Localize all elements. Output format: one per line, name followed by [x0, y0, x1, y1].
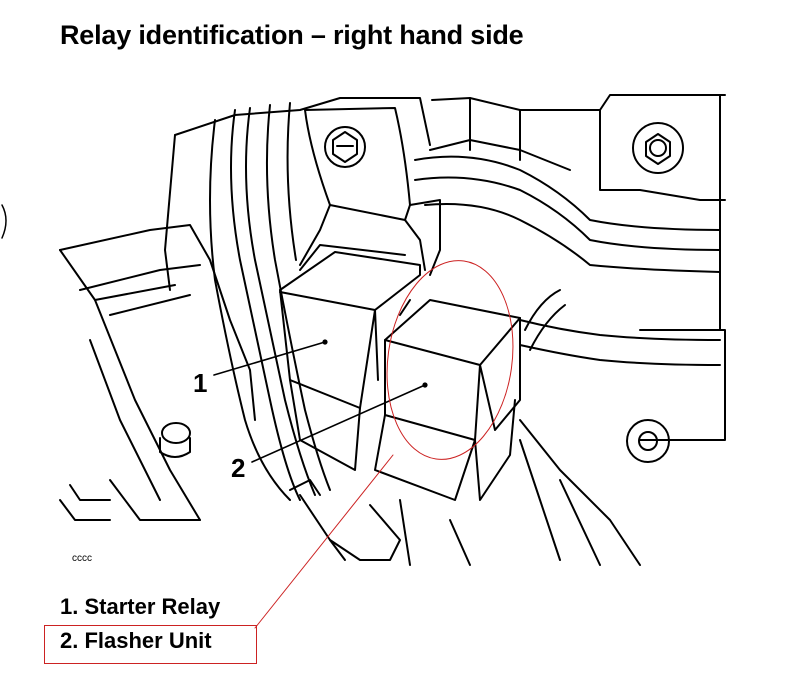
highlight-annotation [254, 260, 514, 629]
figure-code: cccc [72, 553, 92, 564]
legend-item-starter-relay: 1. Starter Relay [60, 594, 221, 619]
flasher-unit [374, 299, 521, 501]
highlight-pointer [254, 454, 394, 629]
highlight-ellipse [386, 260, 514, 460]
callout-number-1: 1 [193, 368, 208, 398]
wiring-harness [209, 102, 721, 561]
bolt-left [324, 126, 366, 168]
relay-bracket [299, 107, 441, 276]
background-bodywork [59, 94, 726, 566]
leader-2 [251, 384, 426, 463]
legend-highlight-box [44, 625, 257, 664]
grommet-bottom-right [626, 419, 670, 463]
starter-relay [279, 244, 421, 471]
callout-number-2: 2 [231, 453, 246, 483]
callout-leaders [213, 341, 426, 463]
diagram-title: Relay identification – right hand side [60, 20, 524, 50]
leader-1 [213, 341, 326, 376]
left-mounting-arm [59, 224, 256, 521]
edge-bracket [1, 204, 7, 239]
bolt-right [632, 122, 684, 174]
legend-item-flasher-unit: 2. Flasher Unit [60, 628, 212, 653]
